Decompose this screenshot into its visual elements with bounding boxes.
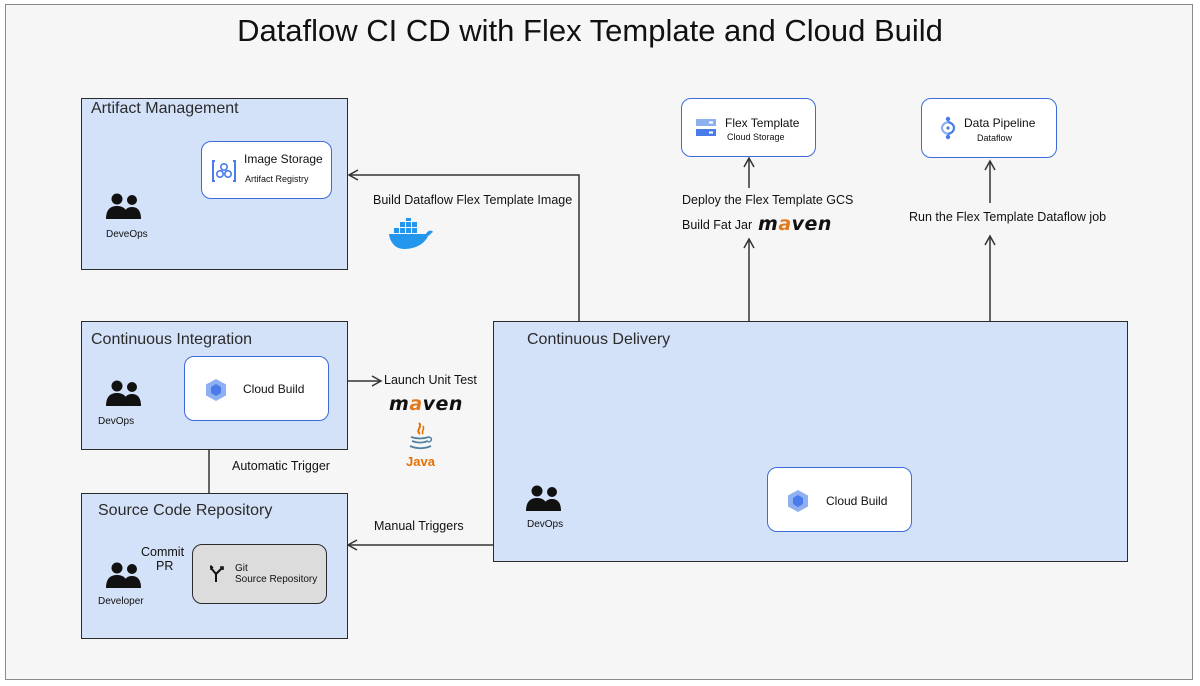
artifact-registry-icon: [211, 158, 237, 189]
automatic-trigger-label: Automatic Trigger: [232, 459, 330, 473]
git-branch-icon: [208, 564, 230, 589]
maven-logo-m: m: [758, 213, 779, 235]
cloud-storage-icon: [696, 119, 716, 142]
pr-label: PR: [156, 559, 174, 573]
maven-logo-a: a: [778, 213, 792, 235]
data-pipeline-subtitle: Dataflow: [977, 133, 1013, 143]
person-icon: [526, 484, 562, 517]
image-storage-subtitle: Artifact Registry: [245, 174, 309, 184]
java-cup-icon: [407, 422, 433, 457]
continuous-delivery-title: Continuous Delivery: [527, 331, 671, 348]
flex-template-subtitle: Cloud Storage: [727, 132, 785, 142]
cd-person-label: DevOps: [527, 519, 564, 530]
cloud-build-icon: [787, 489, 809, 518]
image-storage-card[interactable]: Image Storage Artifact Registry: [201, 141, 332, 199]
build-fat-jar-label: Build Fat Jar: [682, 218, 753, 232]
person-icon: [106, 192, 142, 225]
build-image-label: Build Dataflow Flex Template Image: [373, 193, 573, 207]
java-label: Java: [406, 454, 435, 469]
maven-logo-fat-jar: maven: [758, 213, 832, 235]
maven-logo-unit-test: maven: [389, 393, 463, 415]
maven-logo-a: a: [409, 393, 423, 415]
launch-unit-test-label: Launch Unit Test: [384, 373, 477, 387]
data-pipeline-card[interactable]: Data Pipeline Dataflow: [921, 98, 1057, 158]
data-pipeline-title: Data Pipeline: [964, 116, 1036, 130]
build-image-arrow: [347, 169, 580, 322]
person-icon: [106, 561, 142, 594]
run-job-label: Run the Flex Template Dataflow job: [909, 210, 1107, 224]
git-card-title: Git: [235, 563, 248, 574]
person-icon: [106, 379, 142, 412]
commit-label: Commit: [141, 545, 185, 559]
git-repository-card[interactable]: Git Source Repository: [192, 544, 327, 604]
image-storage-title: Image Storage: [244, 152, 323, 166]
cloud-build-icon: [205, 378, 227, 407]
ci-cloud-build-card[interactable]: Cloud Build: [184, 356, 329, 421]
manual-triggers-label: Manual Triggers: [374, 519, 464, 533]
maven-logo-ven: ven: [422, 393, 463, 415]
artifact-management-title: Artifact Management: [91, 100, 239, 117]
diagram-title: Dataflow CI CD with Flex Template and Cl…: [237, 13, 943, 48]
docker-whale-icon: [388, 216, 434, 255]
flex-template-card[interactable]: Flex Template Cloud Storage: [681, 98, 816, 157]
source-person-label: Developer: [98, 596, 144, 607]
artifact-person-label: DeveOps: [106, 229, 148, 240]
git-card-subtitle: Source Repository: [235, 574, 318, 585]
ci-cloud-build-title: Cloud Build: [243, 382, 305, 396]
cd-cloud-build-title: Cloud Build: [826, 494, 888, 508]
ci-person-label: DevOps: [98, 416, 135, 427]
maven-logo-ven: ven: [791, 213, 832, 235]
continuous-integration-title: Continuous Integration: [91, 331, 252, 348]
source-code-repository-title: Source Code Repository: [98, 502, 273, 519]
cd-cloud-build-card[interactable]: Cloud Build: [767, 467, 912, 532]
flex-template-title: Flex Template: [725, 116, 800, 130]
deploy-gcs-label: Deploy the Flex Template GCS: [682, 193, 854, 207]
dataflow-icon: [937, 115, 959, 146]
maven-logo-m: m: [389, 393, 410, 415]
